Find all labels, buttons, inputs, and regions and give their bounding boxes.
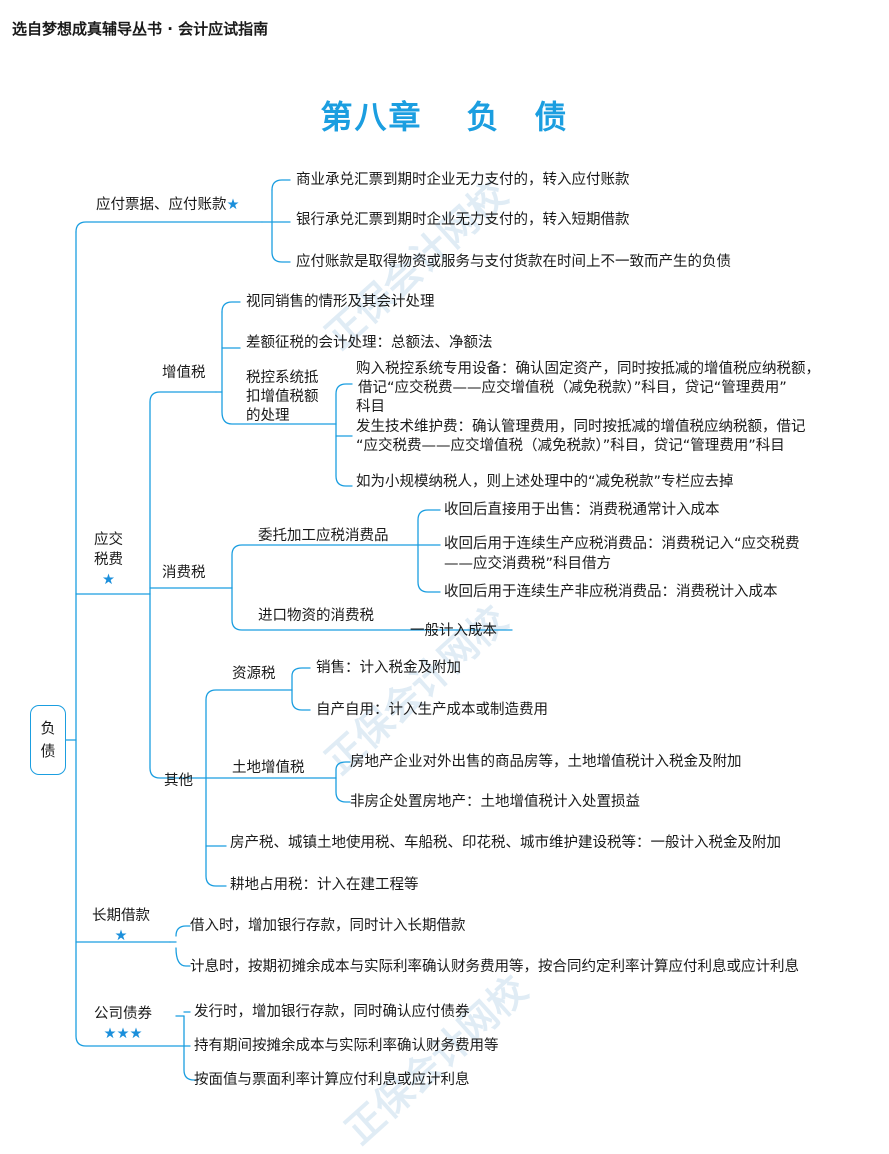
list-item: 按面值与票面利率计算应付利息或应计利息	[194, 1072, 470, 1088]
branch-tax-control: 税控系统抵扣增值税额的处理	[246, 370, 319, 424]
book-series-header: 选自梦想成真辅导丛书 · 会计应试指南	[12, 20, 269, 38]
branch-other: 其他	[164, 773, 193, 789]
star-icon: ★★★	[103, 1026, 143, 1042]
star-icon: ★	[102, 572, 115, 588]
list-item: 销售：计入税金及附加	[316, 660, 461, 676]
branch-entrusted: 委托加工应税消费品	[258, 528, 389, 544]
list-item: 差额征税的会计处理：总额法、净额法	[246, 335, 493, 351]
list-item: 收回后用于连续生产应税消费品：消费税记入“应交税费 ——应交消费税”科目借方	[444, 536, 800, 572]
star-icon: ★	[114, 928, 128, 944]
list-item: 房地产企业对外出售的商品房等，土地增值税计入税金及附加	[350, 754, 742, 770]
list-item: 持有期间按摊余成本与实际利率确认财务费用等	[194, 1038, 499, 1054]
list-item: 房产税、城镇土地使用税、车船税、印花税、城市维护建设税等：一般计入税金及附加	[230, 835, 781, 851]
branch-imported: 进口物资的消费税	[258, 608, 374, 624]
list-item: 计息时，按期初摊余成本与实际利率确认财务费用等，按合同约定利率计算应付利息或应计…	[190, 959, 799, 975]
branch-land-tax: 土地增值税	[232, 760, 305, 776]
list-item: 非房企处置房地产：土地增值税计入处置损益	[350, 794, 640, 810]
mind-map-connectors	[65, 179, 513, 1081]
page-title: 第八章负 债	[320, 98, 569, 136]
star-icon: ★	[226, 197, 240, 213]
list-item: 自产自用：计入生产成本或制造费用	[316, 702, 548, 718]
list-item: 购入税控系统专用设备：确认固定资产，同时按抵减的增值税应纳税额， 借记“应交税费…	[356, 361, 820, 415]
list-item: 商业承兑汇票到期时企业无力支付的，转入应付账款	[296, 172, 630, 188]
list-item: 收回后用于连续生产非应税消费品：消费税计入成本	[444, 584, 778, 600]
branch-vat: 增值税	[162, 365, 206, 381]
list-item: 如为小规模纳税人，则上述处理中的“减免税款”专栏应去掉	[356, 474, 734, 490]
list-item: 银行承兑汇票到期时企业无力支付的，转入短期借款	[296, 212, 630, 228]
list-item: 应付账款是取得物资或服务与支付货款在时间上不一致而产生的负债	[296, 254, 731, 270]
list-item: 借入时，增加银行存款，同时计入长期借款	[190, 918, 466, 934]
branch-long-term-loans: 长期借款 ★	[92, 908, 150, 944]
branch-consumption: 消费税	[162, 565, 206, 581]
branch-bonds: 公司债券 ★★★	[94, 1006, 152, 1042]
branch-resource-tax: 资源税	[232, 666, 276, 682]
list-item: 耕地占用税：计入在建工程等	[230, 877, 419, 893]
root-node-liabilities: 负债	[30, 705, 66, 775]
branch-taxes: 应交税费 ★	[94, 532, 123, 588]
list-item: 发行时，增加银行存款，同时确认应付债券	[194, 1004, 470, 1020]
branch-payables: 应付票据、应付账款★	[96, 197, 240, 213]
list-item: 发生技术维护费：确认管理费用，同时按抵减的增值税应纳税额，借记 “应交税费——应…	[356, 419, 806, 454]
list-item: 视同销售的情形及其会计处理	[246, 294, 435, 310]
list-item: 一般计入成本	[410, 623, 497, 639]
list-item: 收回后直接用于出售：消费税通常计入成本	[444, 502, 720, 518]
